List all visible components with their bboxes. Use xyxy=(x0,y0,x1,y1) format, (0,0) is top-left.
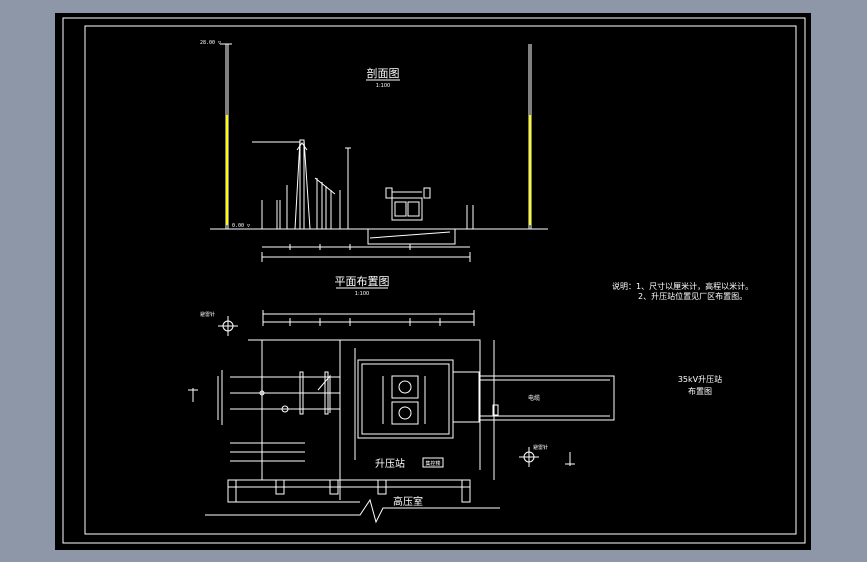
label-high-pressure-room: 高压室 xyxy=(393,495,423,508)
plan-view xyxy=(188,310,615,524)
section-view xyxy=(210,43,548,262)
label-booster-station: 升压站 xyxy=(375,457,405,470)
notes-line-2: 2、升压站位置见厂区布置图。 xyxy=(638,291,747,301)
section-scale: 1:100 xyxy=(376,83,390,89)
block-title-line-1: 35kV升压站 xyxy=(678,374,722,384)
plan-scale: 1:100 xyxy=(355,291,369,297)
outer-frame xyxy=(62,17,806,544)
block-title-line-2: 布置图 xyxy=(688,386,712,396)
label-control-room: 集控楼 xyxy=(425,460,440,467)
plan-title: 平面布置图 xyxy=(335,275,390,288)
label-cable: 电缆 xyxy=(528,394,540,402)
inner-frame xyxy=(84,25,797,535)
sheet-background xyxy=(55,13,811,550)
label-elevation-ground: 0.00 ▽ xyxy=(232,223,250,229)
section-title: 剖面图 xyxy=(367,66,400,80)
label-lightning-rod-left: 避雷针 xyxy=(200,311,215,318)
notes-line-1: 说明：1、尺寸以厘米计，高程以米计。 xyxy=(612,281,753,291)
label-elevation-top: 28.00 ▽ xyxy=(200,40,221,46)
label-lightning-rod-right: 避雷针 xyxy=(533,444,548,451)
